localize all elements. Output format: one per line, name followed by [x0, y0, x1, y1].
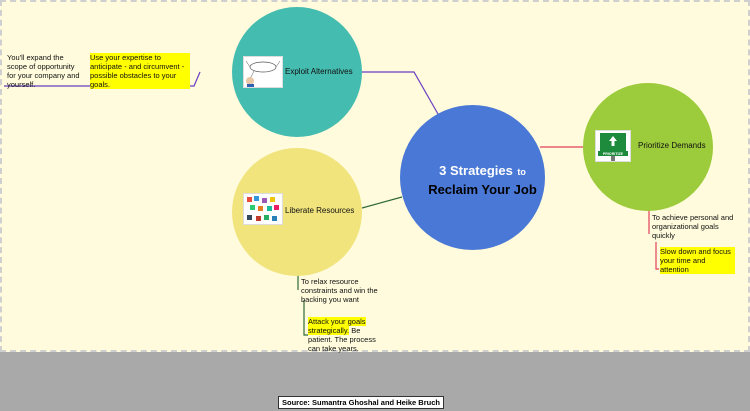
exploit-alternatives-label: Exploit Alternatives: [285, 67, 353, 76]
center-title-to: to: [517, 167, 526, 177]
liberate-note: To relax resource constraints and win th…: [301, 277, 386, 304]
prioritize-note: To achieve personal and organizational g…: [652, 213, 742, 240]
mindmap-canvas: Exploit Alternatives PRIORITIZE Prioriti…: [0, 0, 750, 352]
prioritize-sign-icon: PRIORITIZE: [595, 130, 631, 162]
center-title-line2: Reclaim Your Job: [428, 182, 537, 197]
prioritize-highlight-note: Slow down and focus your time and attent…: [660, 247, 735, 274]
liberate-apps-icon: [243, 193, 283, 225]
exploit-thumbnail-icon: [243, 56, 283, 88]
liberate-highlight-note: Attack your goals strategically. Be pati…: [308, 317, 384, 353]
center-title-line1: 3 Strategies: [439, 163, 513, 178]
source-caption: Source: Sumantra Ghoshal and Heike Bruch: [278, 396, 444, 409]
center-title: 3 Strategies to Reclaim Your Job: [400, 162, 565, 199]
liberate-resources-label: Liberate Resources: [285, 206, 354, 215]
prioritize-sign-text: PRIORITIZE: [603, 152, 624, 156]
exploit-note: You'll expand the scope of opportunity f…: [7, 53, 85, 89]
prioritize-demands-label: Prioritize Demands: [638, 141, 706, 150]
exploit-highlight-note: Use your expertise to anticipate - and c…: [90, 53, 190, 89]
